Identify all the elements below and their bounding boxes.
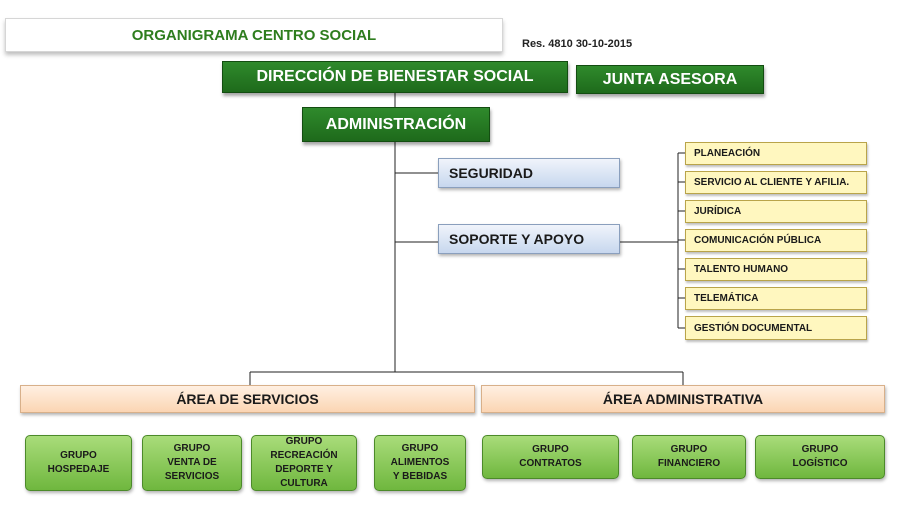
group-financiero: GRUPO FINANCIERO (632, 435, 746, 479)
support-item-planeacion: PLANEACIÓN (685, 142, 867, 165)
direccion-box: DIRECCIÓN DE BIENESTAR SOCIAL (222, 61, 568, 93)
group-venta-servicios: GRUPO VENTA DE SERVICIOS (142, 435, 242, 491)
soporte-apoyo-box: SOPORTE Y APOYO (438, 224, 620, 254)
support-item-comunicacion: COMUNICACIÓN PÚBLICA (685, 229, 867, 252)
administracion-box: ADMINISTRACIÓN (302, 107, 490, 142)
support-item-talento-humano: TALENTO HUMANO (685, 258, 867, 281)
seguridad-box: SEGURIDAD (438, 158, 620, 188)
group-logistico: GRUPO LOGÍSTICO (755, 435, 885, 479)
support-item-gestion-documental: GESTIÓN DOCUMENTAL (685, 316, 867, 340)
area-servicios-box: ÁREA DE SERVICIOS (20, 385, 475, 413)
group-hospedaje: GRUPO HOSPEDAJE (25, 435, 132, 491)
group-alimentos-bebidas: GRUPO ALIMENTOS Y BEBIDAS (374, 435, 466, 491)
support-item-telematica: TELEMÁTICA (685, 287, 867, 310)
support-item-juridica: JURÍDICA (685, 200, 867, 223)
chart-title: ORGANIGRAMA CENTRO SOCIAL (5, 18, 503, 52)
support-item-servicio-cliente: SERVICIO AL CLIENTE Y AFILIA. (685, 171, 867, 194)
group-recreacion: GRUPO RECREACIÓN DEPORTE Y CULTURA (251, 435, 357, 491)
group-contratos: GRUPO CONTRATOS (482, 435, 619, 479)
resolution-label: Res. 4810 30-10-2015 (522, 38, 633, 50)
junta-asesora-box: JUNTA ASESORA (576, 65, 764, 94)
area-administrativa-box: ÁREA ADMINISTRATIVA (481, 385, 885, 413)
